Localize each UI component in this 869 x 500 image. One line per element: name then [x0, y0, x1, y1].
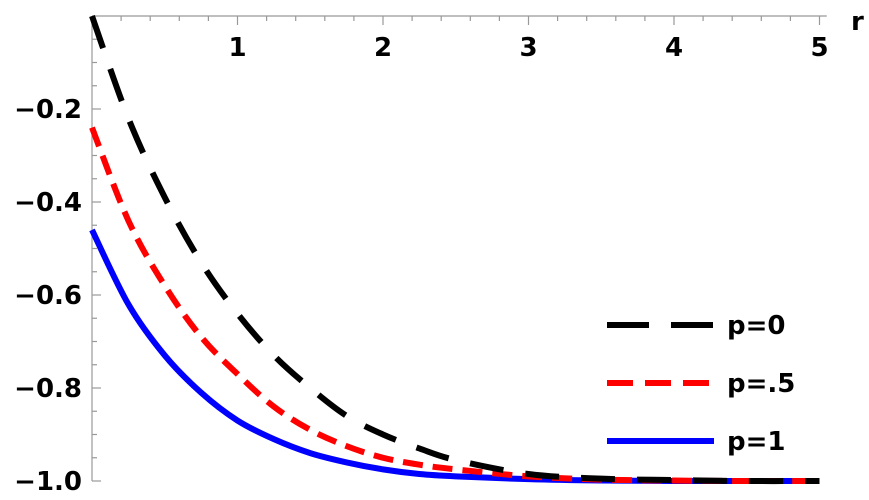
x-tick-label: 3 — [519, 33, 537, 63]
x-tick-label: 5 — [810, 33, 828, 63]
legend-label: p=0 — [727, 311, 786, 341]
x-tick-label: 2 — [374, 33, 392, 63]
legend-label: p=.5 — [727, 369, 795, 399]
series-line — [89, 14, 820, 485]
x-axis-title: r — [851, 7, 864, 37]
legend: p=0 p=.5 p=1 — [607, 311, 795, 457]
tick-labels: 1 2 3 4 5 −0.2 −0.4 −0.6 −0.8 −1.0 — [14, 33, 828, 497]
x-tick-label: 4 — [665, 33, 683, 63]
series-group — [89, 14, 820, 485]
y-tick-label: −0.4 — [14, 188, 82, 218]
y-tick-label: −0.8 — [14, 374, 82, 404]
axis-ticks — [92, 16, 821, 482]
series-line — [89, 126, 820, 485]
legend-label: p=1 — [727, 427, 786, 457]
y-tick-label: −0.6 — [14, 281, 82, 311]
y-tick-label: −1.0 — [14, 467, 82, 497]
x-tick-label: 1 — [228, 33, 246, 63]
y-tick-label: −0.2 — [14, 95, 82, 125]
